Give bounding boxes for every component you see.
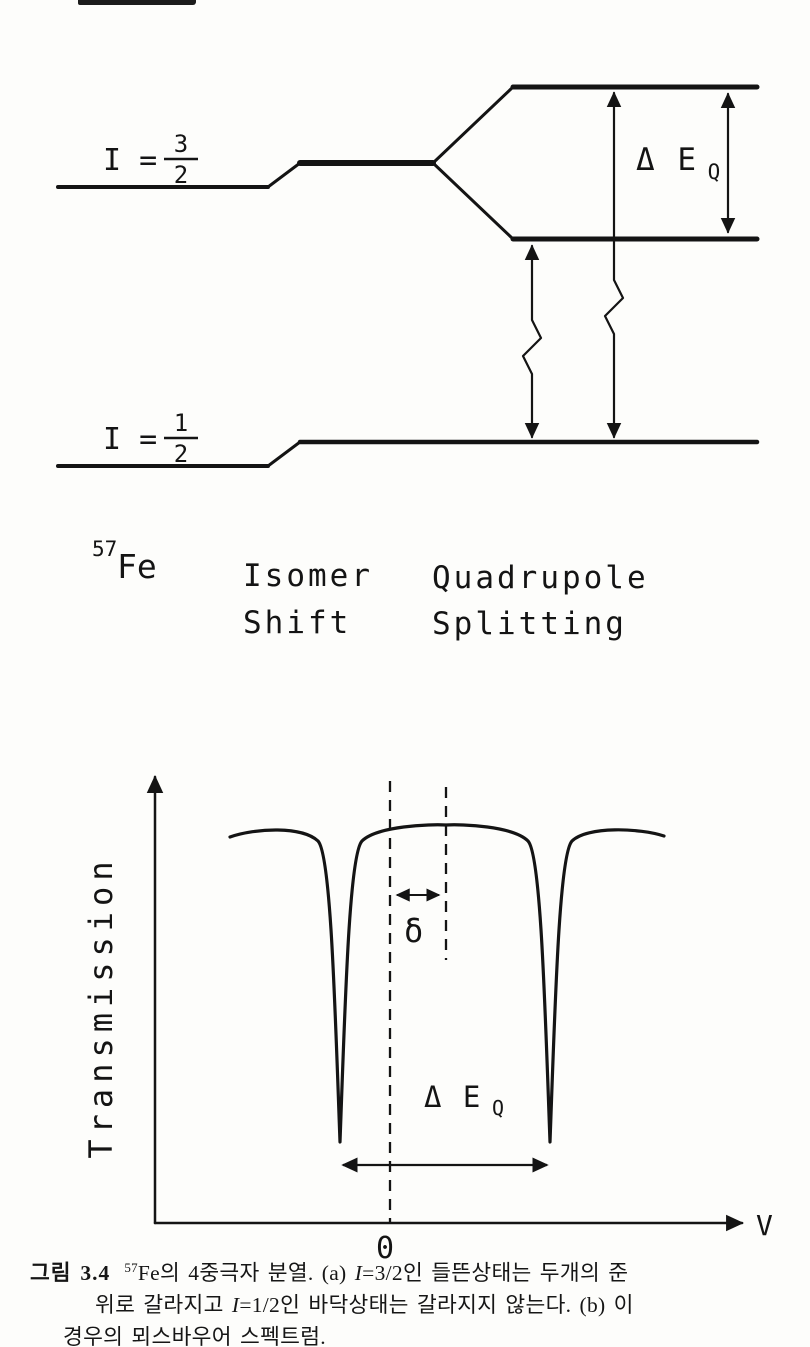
- caption-text-2a: 위로 갈라지고: [95, 1293, 232, 1318]
- mossbauer-spectrum-plot: δ Δ E Q Transmission V 0: [82, 775, 773, 1266]
- excited-state-label: I = 3 2: [103, 130, 198, 189]
- ground-frac-denominator: 2: [174, 440, 188, 468]
- ground-state-levels: [56, 439, 760, 468]
- caption-line-3: 경우의 뫼스바우어 스펙트럼.: [30, 1321, 792, 1347]
- excited-frac-numerator: 3: [174, 130, 188, 158]
- scan-artifact: [78, 0, 196, 5]
- energy-level-diagram: I = 3 2 I = 1 2 Δ E Q 57 Fe Isomer Shift…: [56, 84, 760, 642]
- ground-label-prefix: I =: [103, 422, 157, 457]
- delta-eq-main: Δ E: [636, 142, 698, 178]
- isomer-shift-delta-label: δ: [404, 912, 423, 950]
- column-labels: 57 Fe Isomer Shift Quadrupole Splitting: [92, 537, 649, 642]
- excited-frac-denominator: 2: [174, 161, 188, 189]
- ground-frac-numerator: 1: [174, 409, 188, 437]
- transition-arrows: [521, 91, 736, 439]
- spectrum-delta-eq-subscript: Q: [492, 1096, 504, 1120]
- caption-italic-I-2: I: [231, 1293, 240, 1318]
- excited-state-levels: [56, 84, 760, 242]
- isotope-mass-superscript: 57: [92, 537, 117, 561]
- caption-italic-I-1: I: [354, 1261, 363, 1286]
- caption-line-1: 그림 3.4 57Fe의 4중극자 분열. (a) I=3/2인 들뜬상태는 두개…: [30, 1252, 792, 1289]
- isotope-symbol: Fe: [117, 547, 157, 586]
- figure-number: 그림 3.4: [30, 1261, 111, 1286]
- ground-state-label: I = 1 2: [103, 409, 198, 468]
- transition-arrow-lower: [521, 244, 543, 439]
- isomer-shift-label-line1: Isomer: [243, 558, 373, 594]
- spectrum-delta-eq-label: Δ E Q: [424, 1080, 504, 1120]
- caption-isotope-superscript: 57: [124, 1260, 138, 1275]
- caption-line-2: 위로 갈라지고 I=1/2인 바닥상태는 갈라지지 않는다. (b) 이: [30, 1289, 792, 1321]
- caption-text-2b: =1/2인 바닥상태는 갈라지지 않는다. (b) 이: [239, 1293, 634, 1318]
- isomer-shift-label-line2: Shift: [243, 605, 351, 641]
- quadrupole-splitting-label-line2: Splitting: [432, 606, 627, 642]
- transition-arrow-upper: [603, 91, 625, 439]
- ground-isomer-step: [266, 440, 302, 468]
- excited-label-prefix: I =: [103, 143, 157, 178]
- caption-text-1a: Fe의 4중극자 분열. (a): [137, 1261, 355, 1286]
- split-upper-slant: [431, 85, 515, 165]
- y-axis-label: Transmission: [82, 855, 120, 1158]
- delta-eq-subscript: Q: [708, 160, 721, 184]
- quadrupole-splitting-label-line1: Quadrupole: [432, 560, 649, 596]
- dashed-reference-lines: [388, 781, 448, 1223]
- caption-text-1b: =3/2인 들뜬상태는 두개의 준: [362, 1261, 629, 1286]
- excited-isomer-step: [266, 161, 302, 189]
- spectrum-axes: [146, 775, 744, 1232]
- spectrum-delta-eq-main: Δ E: [424, 1080, 482, 1114]
- delta-eq-label: Δ E Q: [636, 142, 720, 184]
- split-lower-slant: [431, 161, 515, 241]
- caption-text-3: 경우의 뫼스바우어 스펙트럼.: [63, 1325, 326, 1347]
- origin-label: 0: [376, 1231, 394, 1266]
- x-axis-label: V: [756, 1209, 773, 1242]
